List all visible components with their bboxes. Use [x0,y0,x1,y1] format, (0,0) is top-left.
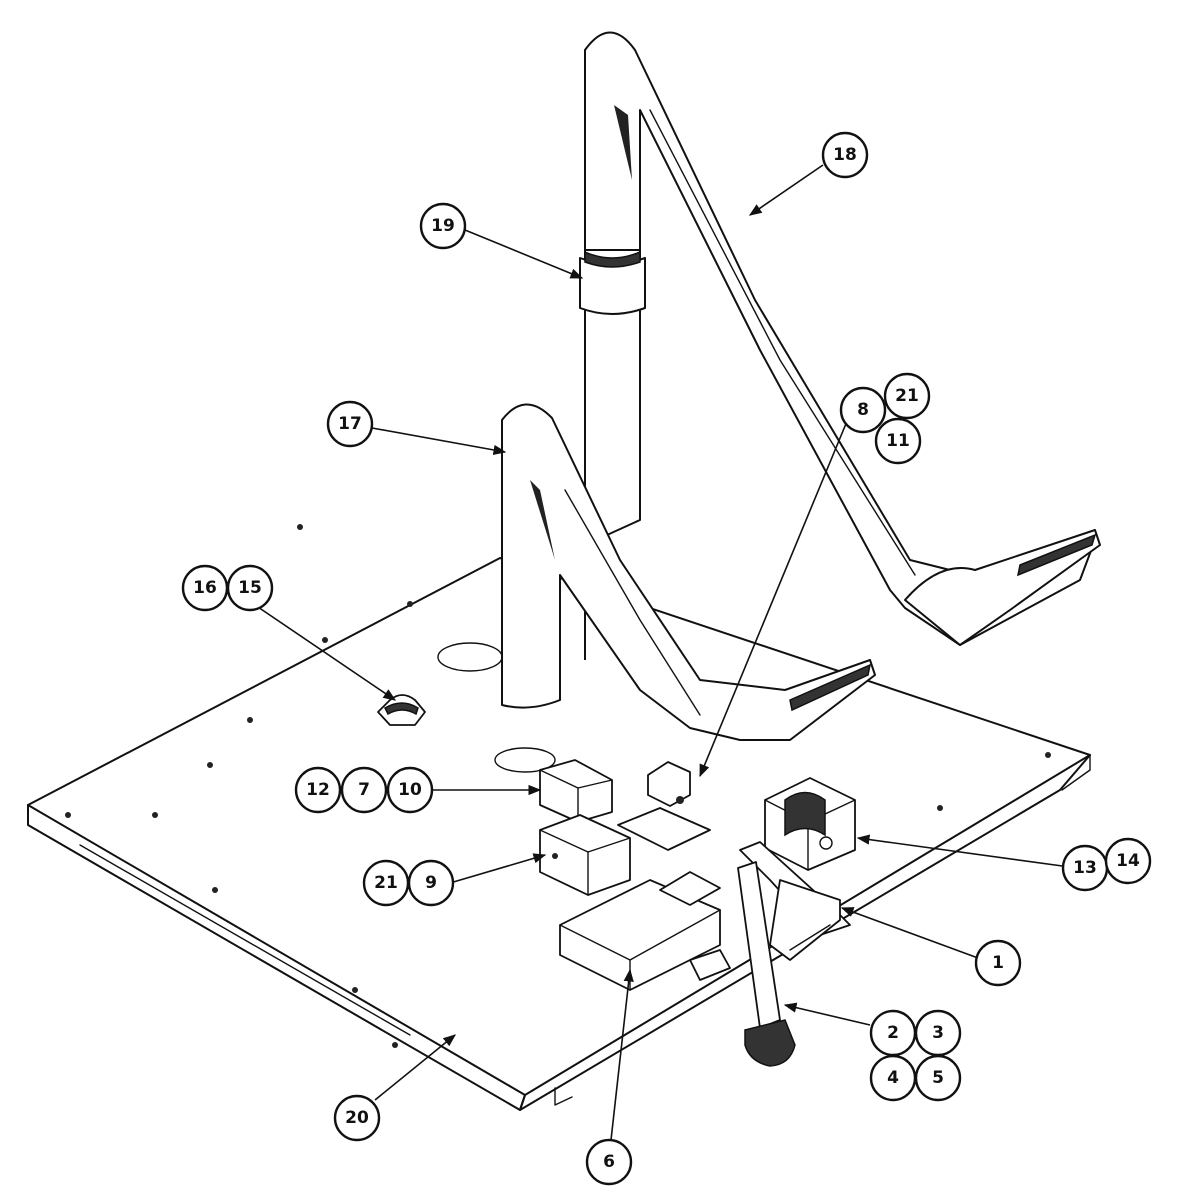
callout-label: 14 [1116,851,1140,871]
callout-label: 1 [992,953,1004,973]
callout-21-top: 21 [883,372,931,420]
callout-label: 5 [932,1068,944,1088]
callout-label: 20 [345,1108,369,1128]
handle-assembly-2 [737,861,796,1067]
thermostat-15-16 [377,694,426,726]
callout-label: 18 [833,145,857,165]
callout-label: 15 [238,578,262,598]
callout-16: 16 [181,564,229,612]
callout-19: 19 [419,202,467,250]
control-bracket-6 [559,871,731,991]
callout-7: 7 [340,766,388,814]
callout-13: 13 [1061,844,1109,892]
callout-label: 17 [338,414,362,434]
callout-5: 5 [914,1054,962,1102]
callout-1: 1 [974,939,1022,987]
callout-11: 11 [874,417,922,465]
callout-label: 3 [932,1023,944,1043]
callout-4: 4 [869,1054,917,1102]
callout-label: 12 [306,780,330,800]
callout-17: 17 [326,400,374,448]
callout-6: 6 [585,1138,633,1186]
callout-20: 20 [333,1094,381,1142]
solenoid-assembly-13 [764,777,856,871]
callout-21-left: 21 [362,859,410,907]
callout-label: 13 [1073,858,1097,878]
callout-18: 18 [821,131,869,179]
bracket-assembly-9 [539,814,631,896]
callout-label: 2 [887,1023,899,1043]
rear-dryer-duct [579,31,1101,660]
callout-label: 6 [603,1152,615,1172]
leader-lines [254,164,1078,1141]
callout-10: 10 [386,766,434,814]
switch-assembly-11 [617,761,711,851]
callout-label: 4 [887,1068,899,1088]
front-dryer-duct [501,403,876,741]
callout-label: 9 [425,873,437,893]
callout-3: 3 [914,1009,962,1057]
callout-2: 2 [869,1009,917,1057]
callout-label: 21 [895,386,919,406]
callout-label: 10 [398,780,422,800]
callout-8-top: 8 [839,386,887,434]
callout-label: 11 [886,431,910,451]
callout-12: 12 [294,766,342,814]
callout-9: 9 [407,859,455,907]
callout-label: 21 [374,873,398,893]
lever-assembly-1 [739,841,851,961]
callout-14: 14 [1104,837,1152,885]
callout-label: 19 [431,216,455,236]
callout-15: 15 [226,564,274,612]
callout-label: 8 [857,400,869,420]
callout-label: 16 [193,578,217,598]
callout-label: 7 [358,780,370,800]
